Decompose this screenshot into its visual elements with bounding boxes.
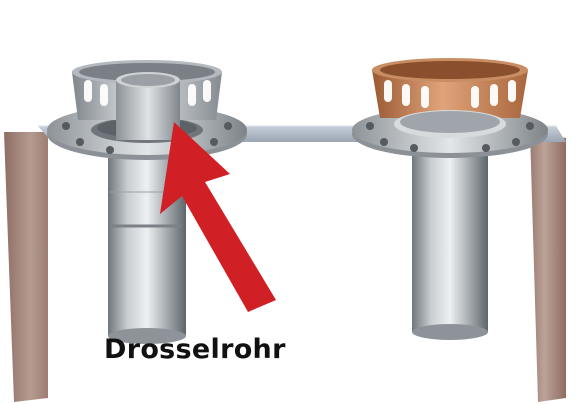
side-wall-left (4, 132, 48, 402)
roof-drain-standard (352, 58, 548, 340)
drosselrohr-label: Drosselrohr (104, 334, 286, 365)
red-arrow-icon (160, 122, 276, 312)
side-wall-right (530, 132, 566, 402)
